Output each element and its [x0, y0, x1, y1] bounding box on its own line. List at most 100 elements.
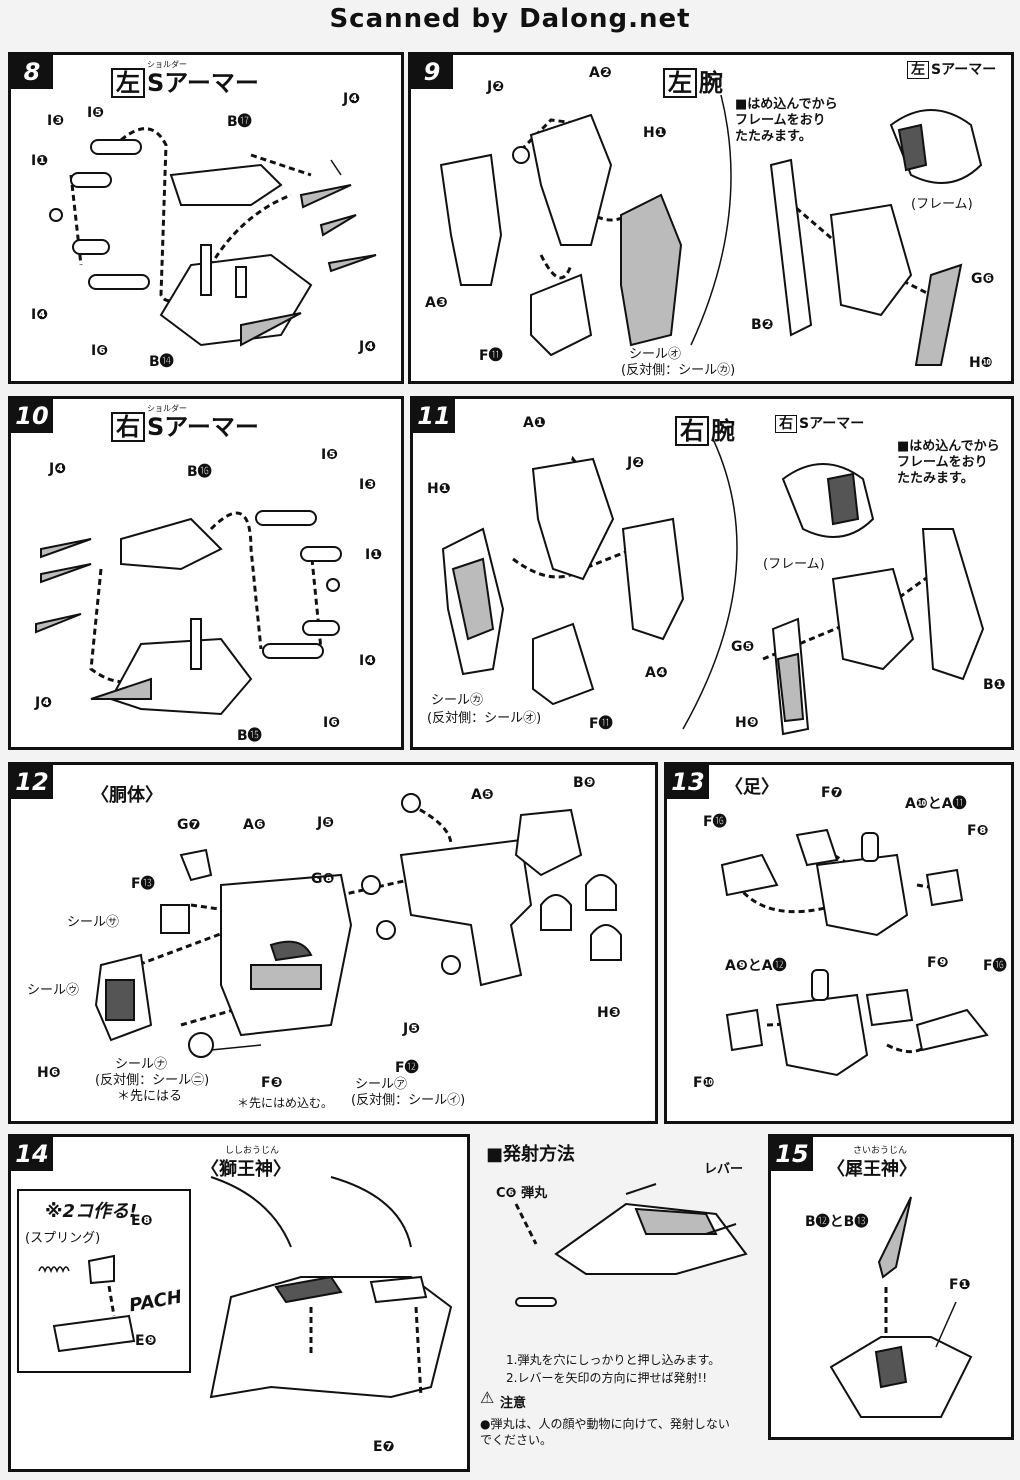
instruction-1: 1.弾丸を穴にしっかりと押し込みます。: [506, 1353, 721, 1367]
part-label: I❺: [321, 447, 339, 463]
title-text: 腕: [711, 417, 735, 445]
title-text: Sアーマー: [147, 413, 259, 441]
make-two-note: ※2コ作る!: [45, 1201, 138, 1222]
step-title: 〈犀王神〉: [827, 1159, 917, 1180]
part-label: I❶: [31, 153, 49, 169]
part-label: A❻: [243, 817, 266, 833]
spring-diagram: [38, 1254, 136, 1353]
part-label: E❽: [131, 1213, 153, 1229]
firing-method-section: ■発射方法 C❻ 弾丸 レバー 1.弾丸を穴にしっかりと押し込みます。 2.レバ…: [476, 1134, 764, 1472]
part-label: B⓮: [149, 354, 174, 370]
part-label: I❻: [91, 343, 109, 359]
part-label: A❷: [589, 65, 612, 81]
part-label: B❶: [983, 677, 1006, 693]
title-text: Sアーマー: [147, 69, 259, 97]
seal-label: シール㋤: [115, 1057, 168, 1072]
part-label: I❶: [365, 547, 383, 563]
part-label: I❹: [359, 653, 377, 669]
seal-label: シール㋚: [67, 915, 120, 930]
side-box: 左: [663, 68, 697, 98]
seal-note: ＊先にはる: [117, 1089, 183, 1104]
part-label: F❶: [949, 1277, 971, 1293]
step-13-diagram: [720, 828, 989, 1077]
step-15-diagram: [829, 1196, 973, 1418]
spring-label: (スプリング): [25, 1231, 101, 1246]
step-title: 〈胴体〉: [91, 785, 163, 806]
seal-opposite-label: (反対側：シール㋑): [351, 1093, 466, 1108]
step-12-diagram: [94, 793, 622, 1058]
frame-label: (フレーム): [911, 197, 973, 212]
part-label: B❷: [751, 317, 774, 333]
side-box: 左: [907, 61, 929, 79]
seal-label: シール㋔: [629, 347, 682, 362]
part-label: H❾: [735, 715, 759, 731]
part-label: F❼: [821, 785, 843, 801]
step-8-diagram: [49, 127, 377, 347]
fold-note: ■はめ込んでから フレームをおり たたみます。: [735, 97, 838, 144]
part-label: J❷: [627, 455, 645, 471]
part-label: J❺: [403, 1021, 421, 1037]
seal-label: シール㋒: [27, 983, 80, 998]
title-ruby: ショルダー: [147, 404, 187, 413]
title-ruby: ショルダー: [147, 60, 187, 69]
part-label: H❻: [37, 1065, 61, 1081]
seal-opposite-label: (反対側：シール㋔): [427, 711, 542, 726]
part-label: G❽: [311, 871, 335, 887]
seal-label: シール㋕: [431, 693, 484, 708]
caution-title: 注意: [500, 1396, 527, 1411]
part-label: J❹: [359, 339, 377, 355]
part-label: H❸: [597, 1005, 621, 1021]
part-label: A❹: [645, 665, 668, 681]
section-title: ■発射方法: [486, 1144, 576, 1165]
step-12-panel: 12 〈胴体〉 G❼ A❻ F⓭ J❺ A❺ B❾ G❽ H❸ J❺ F⓬ F❸…: [8, 762, 658, 1124]
step-title: 〈足〉: [725, 777, 779, 798]
part-label: H❿: [969, 355, 993, 371]
part-label: F❸: [261, 1075, 283, 1091]
part-label: B⓯: [237, 728, 262, 744]
part-label: J❹: [49, 461, 67, 477]
part-label: A❸: [425, 295, 448, 311]
seal-opposite-label: (反対側：シール㋕): [621, 363, 736, 378]
side-box: 左: [111, 68, 145, 98]
title-text: 腕: [699, 69, 723, 97]
part-label: B⓰: [187, 464, 212, 480]
make-two-box: ※2コ作る! (スプリング) PACH: [17, 1189, 191, 1373]
fold-note: ■はめ込んでから フレームをおり たたみます。: [897, 439, 1000, 486]
part-label: B⓱: [227, 114, 252, 130]
part-note: ＊先にはめ込む。: [237, 1096, 334, 1110]
firing-diagram: [514, 1183, 748, 1307]
part-label: J❹: [343, 91, 361, 107]
step-number: 10: [11, 399, 53, 433]
step-15-panel: 15 さいおうじん 〈犀王神〉 B⓬とB⓭ F❶: [768, 1134, 1014, 1440]
part-label: A❶: [523, 415, 546, 431]
step-14-panel: 14 ししおうじん 〈獅王神〉 ※2コ作る! (スプリング) PACH E❽ E…: [8, 1134, 470, 1472]
instruction-2: 2.レバーを矢印の方向に押せば発射!!: [506, 1371, 708, 1385]
part-label: E❾: [135, 1333, 157, 1349]
part-label: F❾: [927, 955, 949, 971]
step-14-diagram: [209, 1176, 453, 1399]
step-number: 11: [413, 399, 455, 433]
step-number: 8: [11, 55, 53, 89]
part-label: G❺: [731, 639, 755, 655]
scanner-watermark: Scanned by Dalong.net: [329, 4, 691, 34]
step-title: 右腕: [675, 411, 735, 446]
side-box: 右: [111, 412, 145, 442]
part-label: J❷: [487, 79, 505, 95]
part-label: I❻: [323, 715, 341, 731]
part-label: J❹: [35, 695, 53, 711]
part-label: A❺: [471, 787, 494, 803]
part-label: I❸: [359, 477, 377, 493]
step-10-diagram: [35, 510, 342, 716]
part-label: G❼: [177, 817, 201, 833]
step-9-panel: 9 左腕 J❷ A❷ H❶ A❸ F⓫ B❷ G❻ H❿ シール㋔ (反対側：シ…: [408, 52, 1014, 384]
part-label: F⓬: [395, 1060, 419, 1076]
step-number: 9: [411, 55, 453, 89]
part-label: F⓫: [589, 716, 613, 732]
step-9-diagram: [439, 94, 983, 366]
caution-text: ●弾丸は、人の顔や動物に向けて、発射しない でください。: [480, 1417, 730, 1447]
